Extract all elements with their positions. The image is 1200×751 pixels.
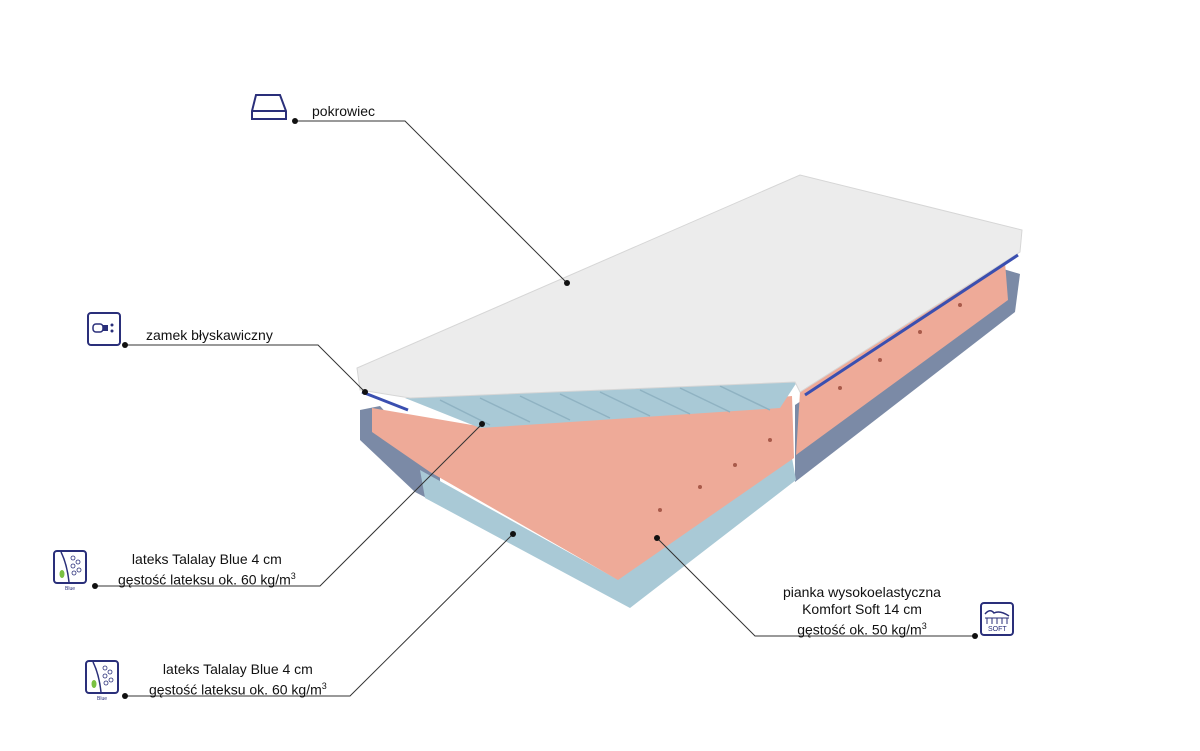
leader-foam xyxy=(656,537,975,637)
leader-dots xyxy=(92,118,978,699)
label-foam: pianka wysokoelastyczna Komfort Soft 14 … xyxy=(783,584,941,639)
latex-bottom-density: gęstość lateksu ok. 60 kg/m xyxy=(149,681,322,698)
latex-top-superscript: 3 xyxy=(290,571,296,581)
label-cover: pokrowiec xyxy=(312,103,376,119)
latex-top-line2: gęstość lateksu ok. 60 kg/m3 xyxy=(118,568,296,589)
foam-line2: Komfort Soft 14 cm xyxy=(802,601,922,617)
latex-wave-ridges xyxy=(439,385,771,426)
latex-icon-caption: Blue xyxy=(65,586,76,592)
top-latex-layer xyxy=(405,382,797,428)
cover xyxy=(356,174,1023,399)
foam-density: gęstość ok. 50 kg/m xyxy=(797,621,922,638)
leader-zipper xyxy=(125,344,366,393)
zipper-trim-right xyxy=(804,253,1019,397)
latex-icon: Blue xyxy=(85,660,119,702)
zipper-icon xyxy=(87,312,121,346)
soft-icon-caption: SOFT xyxy=(988,626,1007,633)
foam-line1: pianka wysokoelastyczna xyxy=(783,584,941,600)
foam-front xyxy=(372,396,794,580)
bottom-latex-layer xyxy=(420,458,796,608)
latex-bottom-superscript: 3 xyxy=(321,681,327,691)
label-latex-top: lateks Talalay Blue 4 cm gęstość lateksu… xyxy=(118,551,296,589)
foam-holes xyxy=(658,303,962,512)
foam-right-side xyxy=(796,262,1008,455)
leader-latex-bottom xyxy=(125,533,514,697)
latex-icon: Blue xyxy=(53,550,87,592)
latex-top-line1: lateks Talalay Blue 4 cm xyxy=(131,551,282,567)
foam-superscript: 3 xyxy=(921,621,927,631)
foam-line3: gęstość ok. 50 kg/m3 xyxy=(783,618,941,639)
label-zipper: zamek błyskawiczny xyxy=(146,327,273,343)
latex-bottom-line1: lateks Talalay Blue 4 cm xyxy=(162,661,313,677)
leader-cover xyxy=(295,120,568,284)
label-latex-bottom: lateks Talalay Blue 4 cm gęstość lateksu… xyxy=(149,661,327,699)
latex-icon-caption: Blue xyxy=(97,696,108,702)
soft-foam-icon: SOFT xyxy=(980,602,1014,636)
latex-bottom-line2: gęstość lateksu ok. 60 kg/m3 xyxy=(149,678,327,699)
mattress-cover-icon xyxy=(250,91,287,125)
zipper-trim-left xyxy=(361,390,409,412)
latex-top-density: gęstość lateksu ok. 60 kg/m xyxy=(118,571,291,588)
leader-latex-top xyxy=(95,423,483,587)
